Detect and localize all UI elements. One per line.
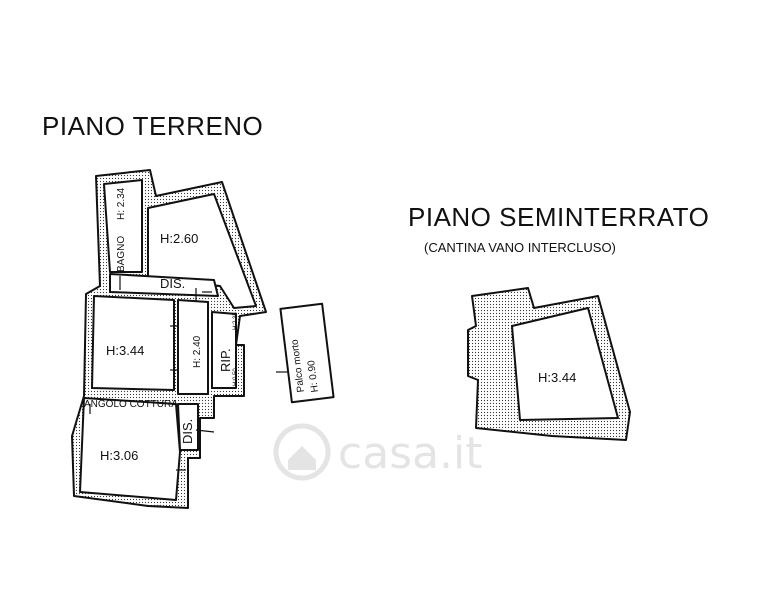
label-room-bottom: H:3.06 xyxy=(100,448,138,463)
basement-title: PIANO SEMINTERRATO xyxy=(408,202,709,232)
label-dis-top: DIS. xyxy=(160,276,185,291)
door-marks xyxy=(89,276,215,507)
corridor-bottom xyxy=(177,403,199,451)
label-rip: RIP. xyxy=(218,348,233,372)
label-basement-room: H:3.44 xyxy=(538,370,576,385)
label-rip-h1: H:2.35 xyxy=(233,312,239,330)
room-bottom xyxy=(79,397,181,501)
room-rip xyxy=(211,311,237,389)
ground-floor-plan xyxy=(71,169,267,509)
label-bagno-height: H: 2.34 xyxy=(116,187,127,220)
basement-subtitle: (CANTINA VANO INTERCLUSO) xyxy=(424,240,616,255)
label-angolo-cottura: ANGOLO COTTURA xyxy=(84,399,178,410)
basement-plan xyxy=(467,287,631,441)
label-corridor-height: H: 2.40 xyxy=(192,335,203,368)
label-bagno: BAGNO xyxy=(116,236,127,272)
label-room-top: H:2.60 xyxy=(160,231,198,246)
watermark: casa.it xyxy=(273,423,483,481)
watermark-text: casa.it xyxy=(338,428,483,479)
label-dis-bottom: DIS. xyxy=(180,419,195,444)
corridor-middle xyxy=(177,299,209,395)
room-bagno xyxy=(103,179,143,273)
room-left xyxy=(91,295,175,391)
basement-room xyxy=(511,307,619,421)
palco-morto: Palco morto H: 0.90 xyxy=(276,302,335,404)
label-palco-line2: H: 0.90 xyxy=(306,359,321,393)
label-rip-h2: H:0.50 xyxy=(233,368,239,386)
corridor-top xyxy=(109,273,219,297)
ground-floor-title: PIANO TERRENO xyxy=(42,111,263,141)
label-room-left: H:3.44 xyxy=(106,343,144,358)
